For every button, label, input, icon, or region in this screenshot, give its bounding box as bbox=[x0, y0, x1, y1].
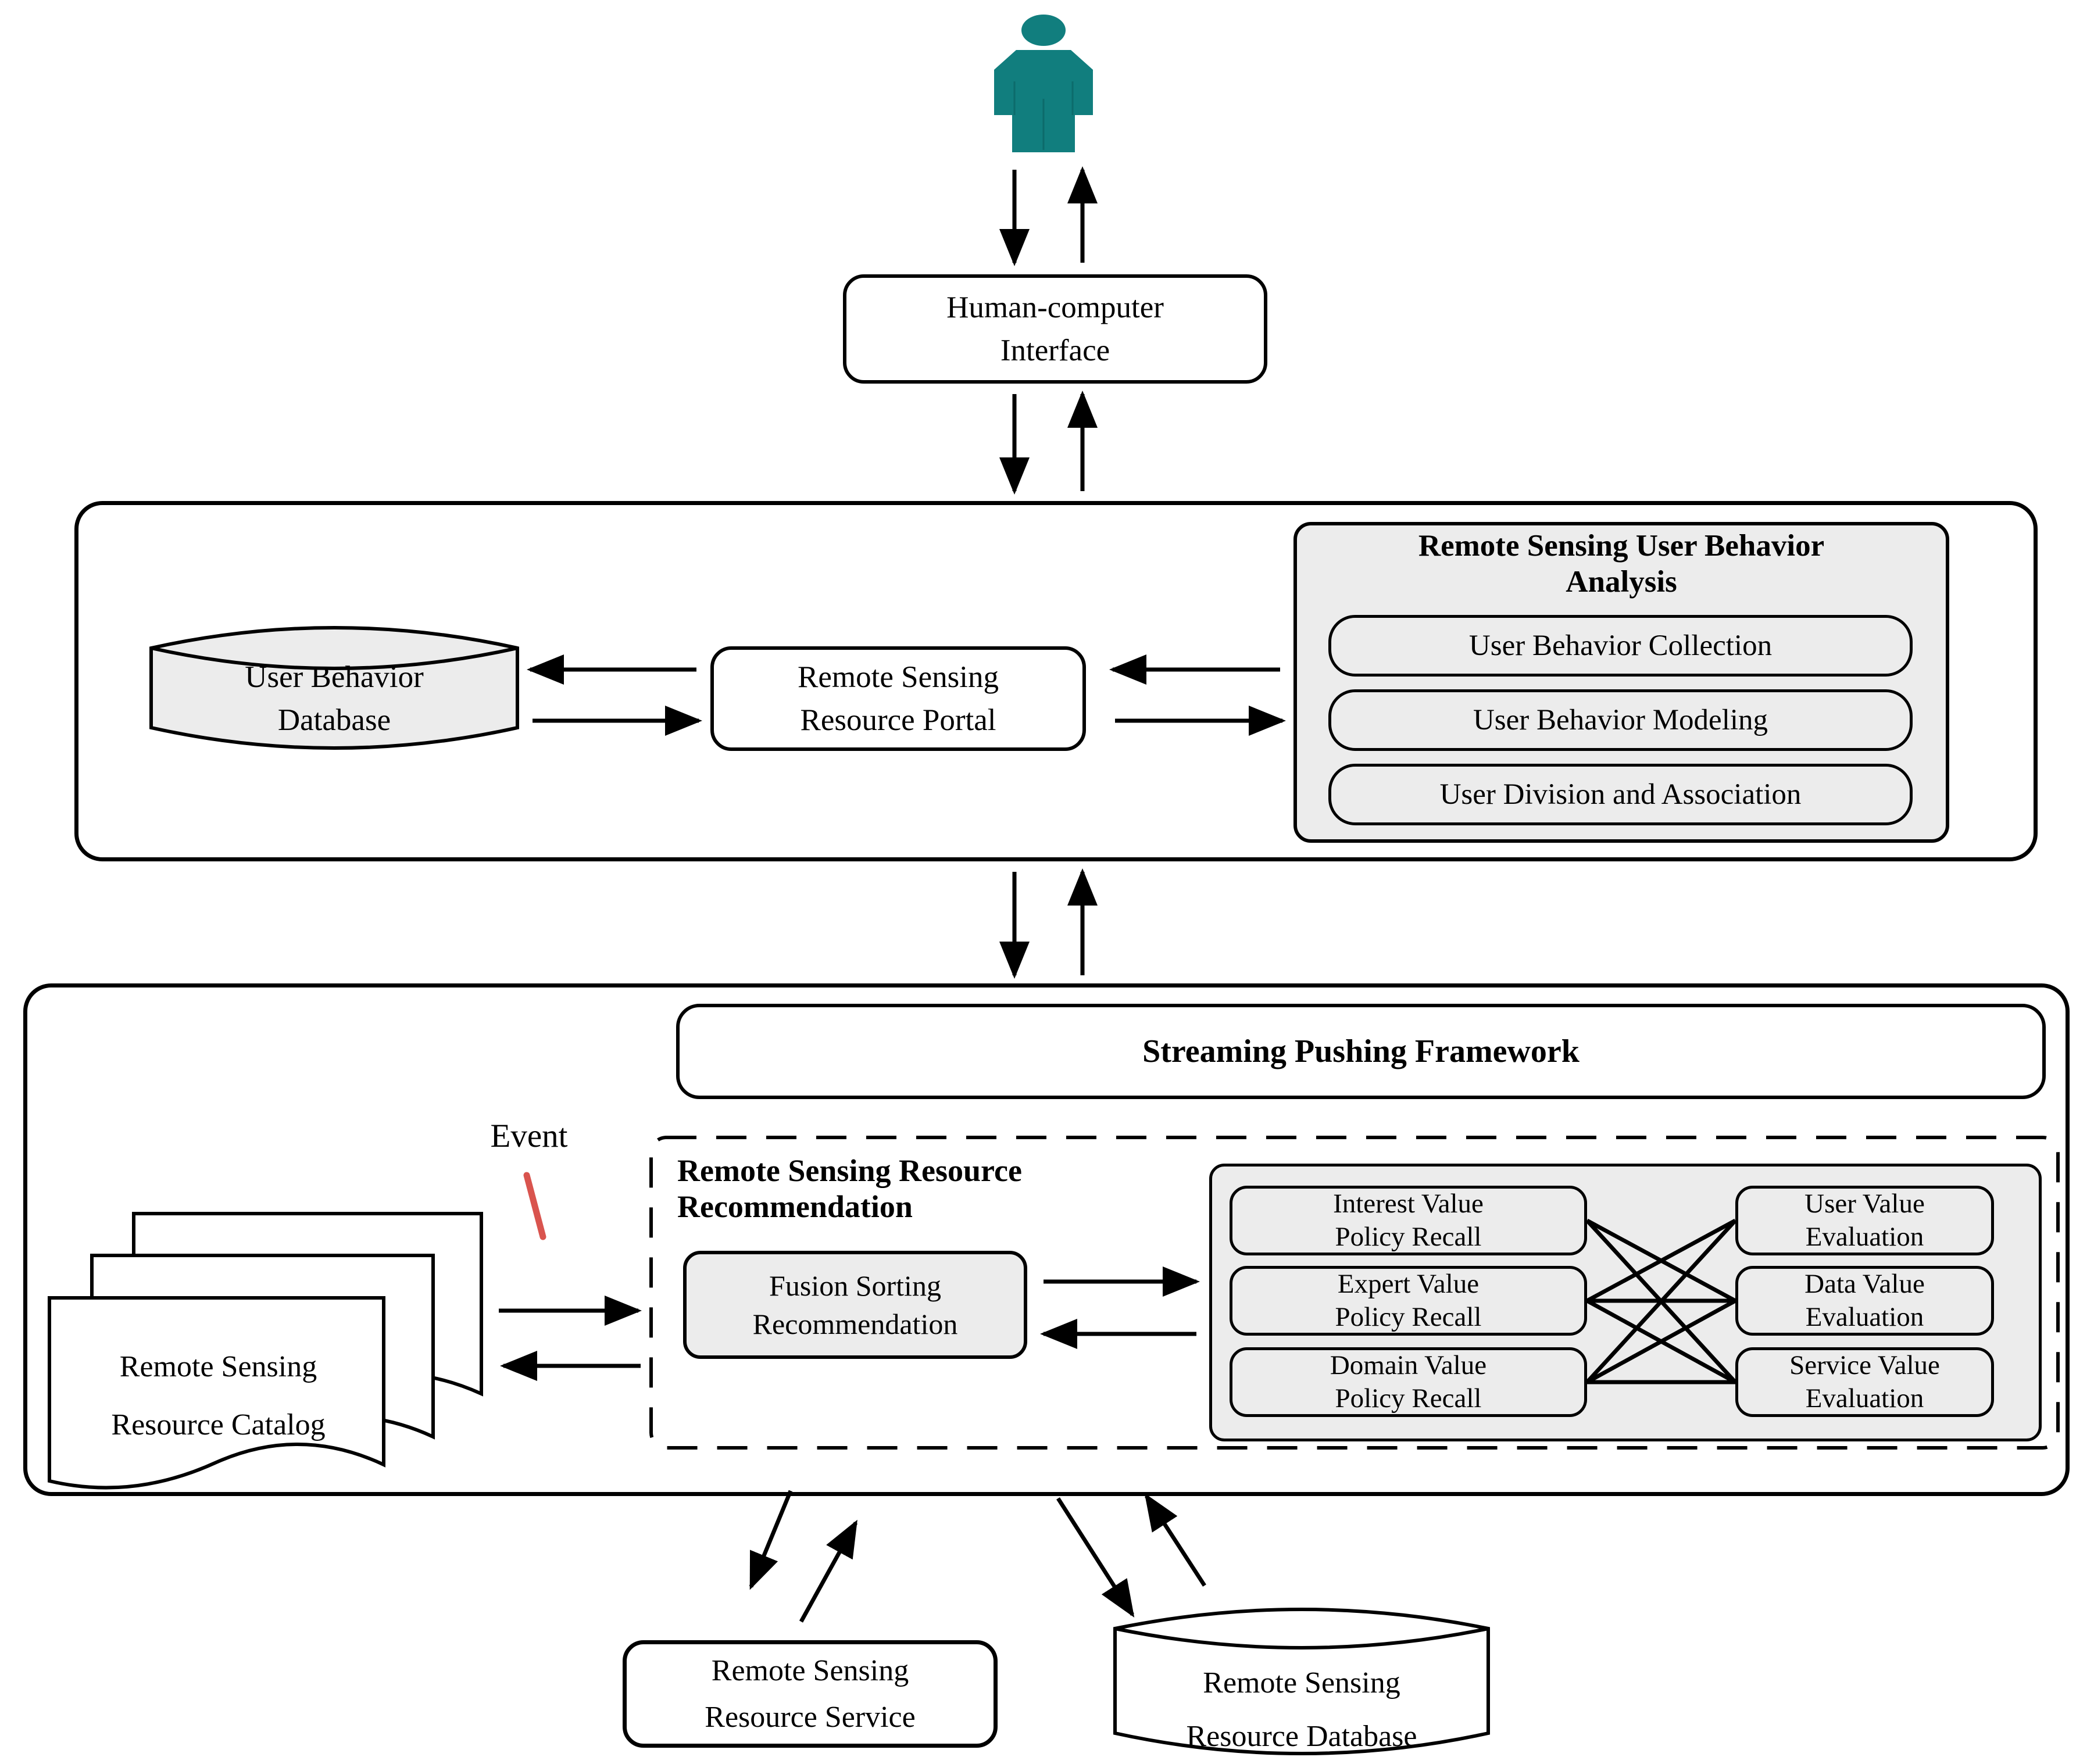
evaluation-line1: User Value bbox=[1804, 1189, 1925, 1219]
resource-database-label: Remote Sensing Resource Database bbox=[1115, 1656, 1488, 1763]
recall-line2: Policy Recall bbox=[1335, 1302, 1482, 1332]
user-behavior-layer-container bbox=[74, 501, 2038, 861]
db-line2: Database bbox=[277, 703, 391, 737]
recall-line1: Domain Value bbox=[1330, 1350, 1487, 1380]
recall-box-interest: Interest Value Policy Recall bbox=[1230, 1186, 1587, 1255]
evaluation-line2: Evaluation bbox=[1805, 1222, 1924, 1252]
resourcedb-line1: Remote Sensing bbox=[1203, 1666, 1400, 1699]
resource-catalog-label: Remote Sensing Resource Catalog bbox=[51, 1338, 385, 1454]
hci-box: Human-computer Interface bbox=[843, 274, 1267, 384]
recall-line1: Interest Value bbox=[1333, 1189, 1484, 1219]
pushing-layer-container bbox=[23, 983, 2070, 1496]
recommendation-title-line2: Recommendation bbox=[677, 1189, 913, 1224]
arrow-layer2-to-resourcedb bbox=[1056, 1497, 1135, 1618]
evaluation-box-service: Service Value Evaluation bbox=[1735, 1347, 1994, 1417]
analysis-title-line1: Remote Sensing User Behavior bbox=[1418, 529, 1825, 563]
analysis-item-label: User Behavior Collection bbox=[1468, 629, 1773, 662]
catalog-line2: Resource Catalog bbox=[111, 1408, 326, 1441]
fusion-line2: Recommendation bbox=[752, 1308, 958, 1340]
fusion-line1: Fusion Sorting bbox=[769, 1269, 941, 1302]
evaluation-line1: Data Value bbox=[1804, 1269, 1925, 1299]
recall-box-domain: Domain Value Policy Recall bbox=[1230, 1347, 1587, 1417]
db-line1: User Behavior bbox=[245, 660, 424, 694]
analysis-item-label: User Behavior Modeling bbox=[1473, 704, 1768, 736]
service-line2: Resource Service bbox=[705, 1700, 916, 1734]
fusion-sorting-box: Fusion Sorting Recommendation bbox=[683, 1251, 1027, 1359]
analysis-item-modeling: User Behavior Modeling bbox=[1328, 689, 1913, 751]
resourcedb-line2: Resource Database bbox=[1186, 1720, 1417, 1753]
evaluation-box-data: Data Value Evaluation bbox=[1735, 1266, 1994, 1336]
evaluation-line2: Evaluation bbox=[1805, 1383, 1924, 1414]
user-behavior-database-label: User Behavior Database bbox=[151, 656, 517, 742]
evaluation-line2: Evaluation bbox=[1805, 1302, 1924, 1332]
arrow-resourcedb-to-layer2 bbox=[1144, 1493, 1206, 1587]
event-label: Event bbox=[459, 1117, 599, 1155]
streaming-framework-bar: Streaming Pushing Framework bbox=[676, 1004, 2046, 1099]
behavior-analysis-title: Remote Sensing User Behavior Analysis bbox=[1293, 528, 1949, 600]
resource-portal-box: Remote Sensing Resource Portal bbox=[710, 646, 1086, 751]
hci-line1: Human-computer bbox=[946, 291, 1164, 324]
evaluation-box-user: User Value Evaluation bbox=[1735, 1186, 1994, 1255]
person-icon bbox=[994, 15, 1093, 152]
portal-line2: Resource Portal bbox=[800, 703, 996, 737]
analysis-item-division: User Division and Association bbox=[1328, 764, 1913, 825]
portal-line1: Remote Sensing bbox=[798, 660, 999, 694]
event-text: Event bbox=[490, 1118, 568, 1154]
streaming-framework-title: Streaming Pushing Framework bbox=[1142, 1033, 1580, 1069]
analysis-item-label: User Division and Association bbox=[1439, 778, 1802, 811]
recommendation-title: Remote Sensing Resource Recommendation bbox=[677, 1153, 1200, 1225]
catalog-line1: Remote Sensing bbox=[119, 1350, 317, 1383]
resource-service-box: Remote Sensing Resource Service bbox=[623, 1640, 998, 1748]
analysis-item-collection: User Behavior Collection bbox=[1328, 615, 1913, 677]
recall-line2: Policy Recall bbox=[1335, 1222, 1482, 1252]
arrow-layer2-to-service bbox=[749, 1490, 793, 1590]
service-line1: Remote Sensing bbox=[711, 1654, 909, 1687]
recall-line2: Policy Recall bbox=[1335, 1383, 1482, 1414]
recall-line1: Expert Value bbox=[1337, 1269, 1480, 1299]
recommendation-title-line1: Remote Sensing Resource bbox=[677, 1153, 1022, 1188]
hci-line2: Interface bbox=[1000, 334, 1110, 367]
recall-box-expert: Expert Value Policy Recall bbox=[1230, 1266, 1587, 1336]
arrow-service-to-layer2 bbox=[799, 1519, 858, 1623]
analysis-title-line2: Analysis bbox=[1566, 565, 1677, 599]
evaluation-line1: Service Value bbox=[1789, 1350, 1940, 1380]
